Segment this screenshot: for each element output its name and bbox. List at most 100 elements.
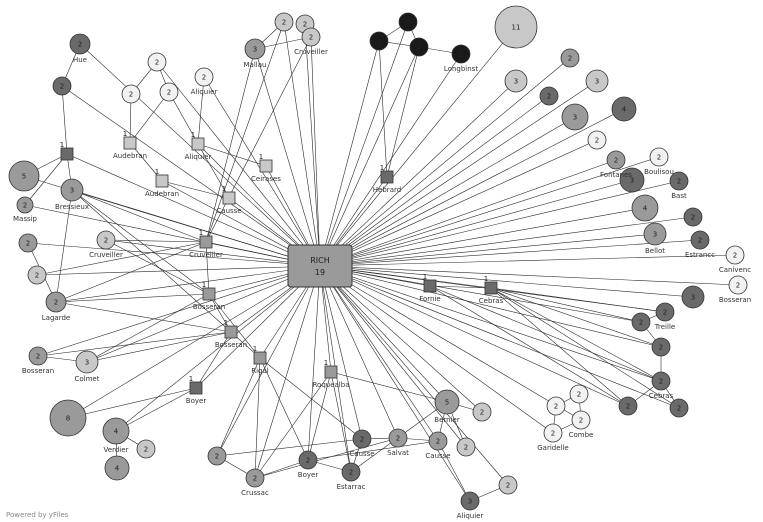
edge-hub-n11 — [156, 61, 321, 267]
node-degree: 5 — [22, 173, 26, 181]
node-label: Bosseran — [193, 303, 225, 311]
node-n68[interactable]: 4 — [611, 96, 637, 122]
node-n7[interactable]: 2 — [18, 233, 38, 253]
node-n70[interactable]: 3 — [585, 69, 609, 93]
edge-hub-n54 — [319, 265, 642, 323]
node-n47[interactable]: 2 — [569, 384, 589, 404]
node-n51[interactable]: 2 — [618, 396, 638, 416]
node-degree: 1 — [253, 345, 257, 353]
node-n76[interactable]: 2 — [369, 31, 389, 51]
edge-hub-n73 — [319, 80, 517, 267]
node-degree: 2 — [554, 403, 558, 411]
node-n46[interactable]: 2 — [546, 396, 566, 416]
node-degree: 4 — [622, 106, 627, 114]
node-n72[interactable]: 2 — [560, 48, 580, 68]
hub-node-rich[interactable]: RICH 19 — [287, 244, 353, 288]
node-n4[interactable]: 5 — [8, 160, 40, 192]
node-n66[interactable]: 2 — [587, 130, 607, 150]
node-n3[interactable]: 1 — [60, 141, 74, 161]
node-n74[interactable]: 11 — [494, 5, 538, 49]
node-n13[interactable]: 2 — [159, 82, 179, 102]
edge-n26-n33 — [254, 371, 332, 479]
node-n2[interactable]: 2 — [52, 76, 72, 96]
edge-n48-n50 — [429, 285, 662, 382]
node-n54[interactable]: 2 — [631, 312, 651, 332]
node-n75[interactable]: 2 — [398, 12, 418, 32]
node-n80[interactable]: 2 — [274, 12, 294, 32]
node-n12[interactable]: 2 — [121, 84, 141, 104]
node-n73[interactable]: 3 — [504, 69, 528, 93]
node-n30[interactable]: 2 — [136, 439, 156, 459]
edge-n26-n34 — [307, 371, 332, 461]
node-n56[interactable]: 3 — [681, 285, 705, 309]
node-shape — [434, 389, 460, 415]
node-n40[interactable]: 2 — [472, 402, 492, 422]
node-n9[interactable]: 2 — [27, 265, 47, 285]
node-n71[interactable]: 2 — [539, 86, 559, 106]
node-n43[interactable]: 2 — [498, 475, 518, 495]
node-shape — [52, 76, 72, 96]
node-shape — [75, 350, 99, 374]
node-n52[interactable]: 2 — [669, 398, 689, 418]
node-n69[interactable]: 3 — [561, 103, 589, 131]
node-n77[interactable]: 2 — [409, 37, 429, 57]
node-n31[interactable]: 4 — [104, 455, 130, 481]
node-n62[interactable]: 4 — [631, 194, 659, 222]
node-degree: 1 — [484, 275, 488, 283]
node-n41[interactable]: 2 — [456, 437, 476, 457]
node-n32[interactable]: 2 — [207, 446, 227, 466]
node-n11[interactable]: 2 — [147, 52, 167, 72]
node-n28[interactable]: 8 — [49, 399, 87, 437]
node-n61[interactable]: 2 — [683, 207, 703, 227]
node-degree: 2 — [639, 319, 643, 327]
node-shape — [569, 384, 589, 404]
node-n55[interactable]: 2 — [651, 337, 671, 357]
node-n64[interactable]: 3 — [619, 167, 645, 193]
